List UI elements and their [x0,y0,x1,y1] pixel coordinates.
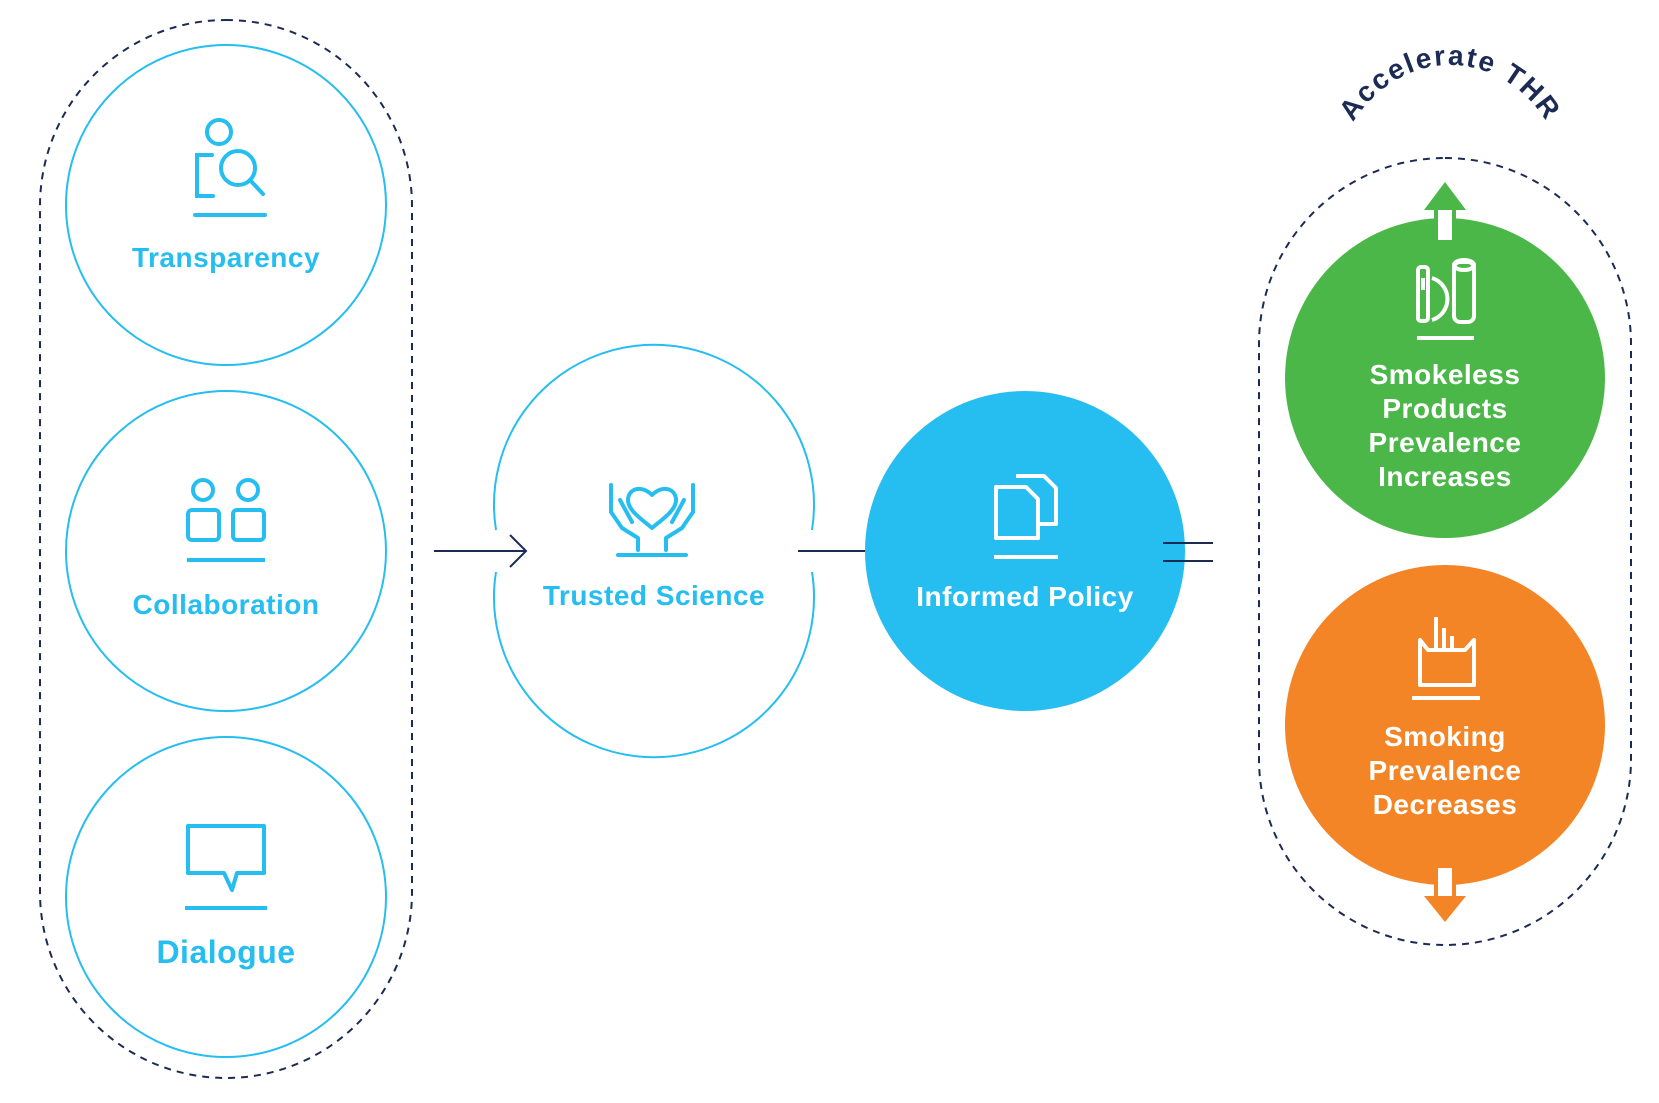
trusted-science-label: Trusted Science [542,580,766,611]
speech-bubble-icon [185,824,267,910]
up-arrow-icon [1424,182,1466,244]
smoking-label: Smoking Prevalence Decreases [1368,721,1522,820]
smokeless-circle [1285,218,1605,538]
dialogue-circle [65,736,387,1058]
hands-heart-icon [609,483,695,557]
trusted-science-circle [493,343,815,759]
arrow-to-trusted-science [434,534,528,568]
smokeless-label: Smokeless Products Prevalence Increases [1368,359,1522,492]
informed-policy-circle [865,391,1185,711]
person-search-icon [193,118,267,217]
dialogue-label: Dialogue [156,934,296,970]
outcomes-group-outline [1258,157,1632,946]
equals-sign [1163,542,1213,562]
transparency-circle [65,44,387,366]
documents-icon [994,474,1058,559]
accelerate-thr-label: Accelerate THR [1333,40,1568,126]
smoking-circle [1285,565,1605,885]
smokeless-products-icon [1416,258,1476,340]
down-arrow-icon [1424,864,1466,922]
collaboration-label: Collaboration [132,589,320,620]
pillars-group-outline [39,19,413,1079]
transparency-label: Transparency [131,242,321,273]
two-people-icon [186,478,266,562]
collaboration-circle [65,390,387,712]
informed-policy-label: Informed Policy [916,581,1134,612]
cigarette-pack-icon [1412,617,1480,700]
